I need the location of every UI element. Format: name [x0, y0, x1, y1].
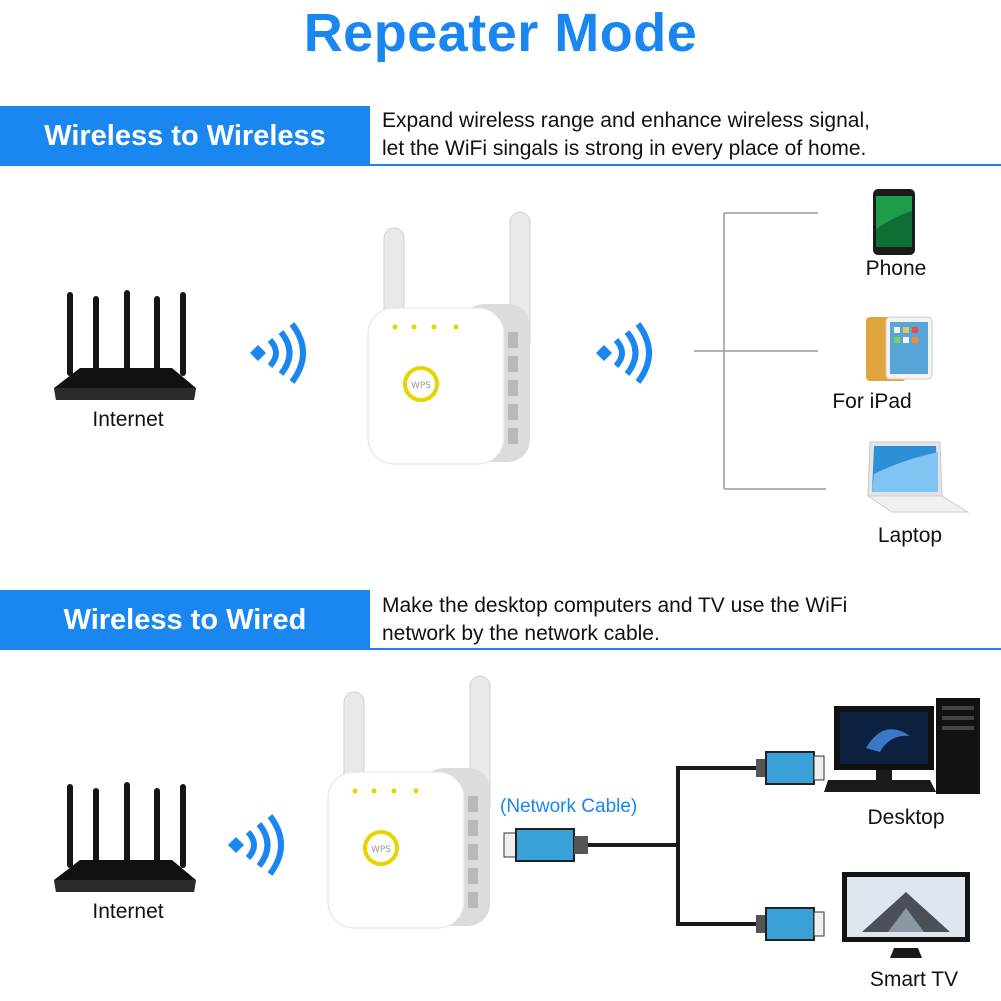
cable-label: (Network Cable) [500, 796, 638, 817]
router-label: Internet [92, 900, 164, 923]
section-description: Make the desktop computers and TV use th… [382, 592, 847, 648]
router-icon [54, 782, 196, 892]
description-line: let the WiFi singals is strong in every … [382, 137, 867, 160]
page-title: Repeater Mode [303, 3, 698, 63]
router-label: Internet [92, 408, 164, 431]
network-cable [588, 766, 762, 926]
section-description: Expand wireless range and enhance wirele… [382, 107, 870, 163]
section-band-wireless: Wireless to Wireless [0, 106, 370, 166]
wifi-signal-icon [596, 322, 652, 384]
description-line: Make the desktop computers and TV use th… [382, 594, 848, 617]
ethernet-plug-icon [503, 828, 588, 862]
wifi-signal-icon [250, 322, 306, 384]
router-icon [54, 290, 196, 400]
description-line: Expand wireless range and enhance wirele… [382, 109, 870, 132]
ipad-icon [866, 316, 933, 381]
laptop-icon [866, 441, 970, 513]
wps-button-label: WPS [371, 845, 391, 855]
device-label-phone: Phone [865, 257, 927, 280]
repeater-icon: WPS [327, 675, 491, 929]
band-underline [370, 164, 1001, 166]
device-label-desktop: Desktop [867, 806, 945, 829]
wifi-signal-icon [228, 814, 284, 876]
phone-icon [873, 189, 915, 255]
description-line: network by the network cable. [382, 622, 660, 645]
device-label-laptop: Laptop [877, 524, 943, 547]
ethernet-plug-icon [756, 751, 825, 785]
band-underline [370, 648, 1001, 650]
device-label-tv: Smart TV [869, 968, 959, 991]
connection-lines [694, 212, 826, 490]
repeater-icon: WPS [367, 211, 531, 465]
device-label-ipad: For iPad [832, 390, 912, 413]
wps-button-label: WPS [411, 381, 431, 391]
desktop-icon [824, 698, 980, 794]
section-band-wired: Wireless to Wired [0, 590, 370, 650]
ethernet-plug-icon [756, 907, 825, 941]
tv-icon [842, 872, 970, 958]
